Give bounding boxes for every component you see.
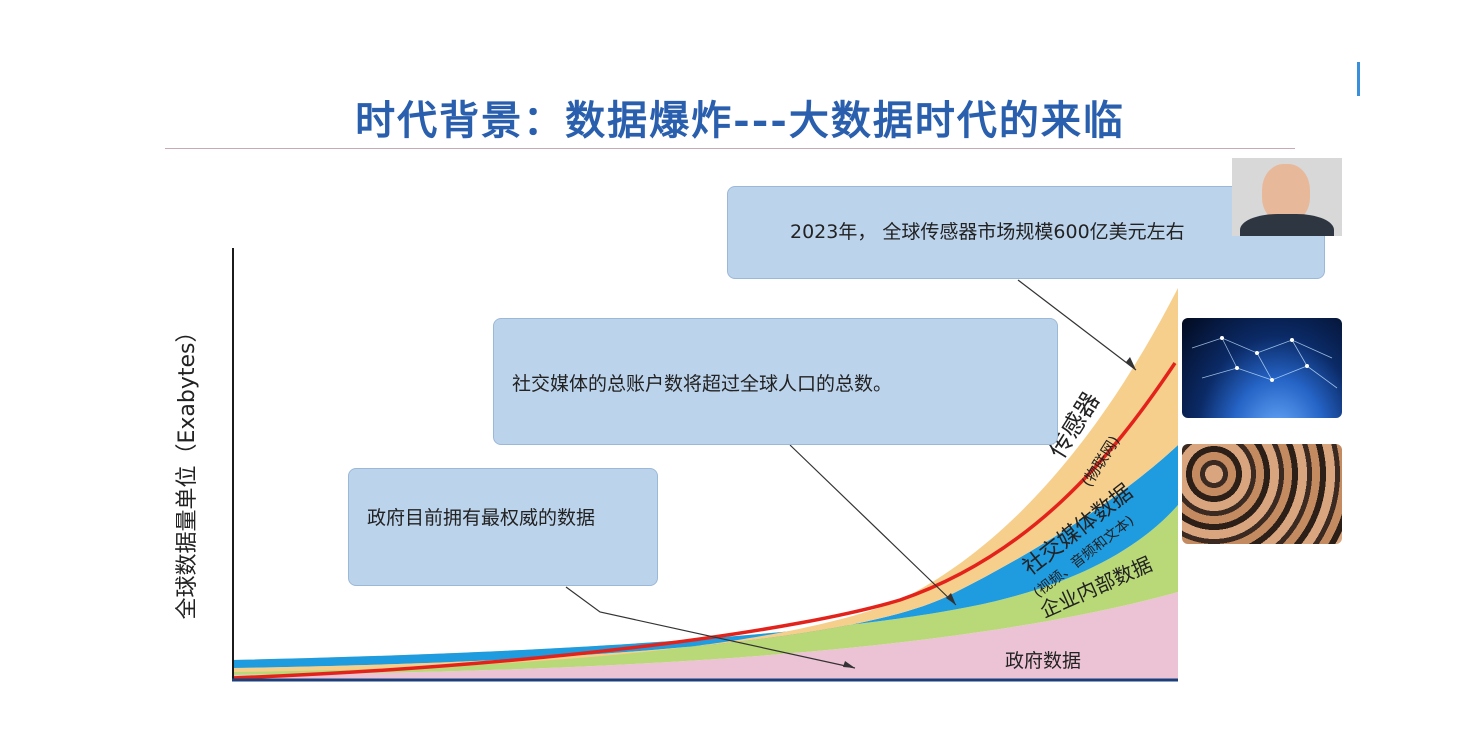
total-data-trend-line <box>231 362 1177 680</box>
presenter-webcam-avatar <box>1232 158 1342 236</box>
enterprise-data-layer <box>232 505 1178 675</box>
presenter-head <box>1262 164 1310 222</box>
crowd-photo-image <box>1182 444 1342 544</box>
sensor-callout-text: 2023年， 全球传感器市场规模600亿美元左右 <box>790 221 1185 243</box>
slide-title: 时代背景：数据爆炸---大数据时代的来临 <box>355 97 1125 144</box>
social-arrowhead <box>946 593 956 605</box>
network-globe-image <box>1182 318 1342 418</box>
social-callout: 社交媒体的总账户数将超过全球人口的总数。 <box>493 318 1058 445</box>
gov-arrowhead <box>843 661 855 668</box>
gov-callout-text: 政府目前拥有最权威的数据 <box>367 507 596 529</box>
gov-data-layer <box>232 592 1178 680</box>
gov-layer-label: 政府数据 <box>1005 650 1081 672</box>
gov-callout: 政府目前拥有最权威的数据 <box>348 468 658 586</box>
globe-network-icon <box>1191 336 1338 389</box>
sensor-arrowhead <box>1126 357 1136 370</box>
gov-callout-pointer <box>565 586 856 669</box>
social-callout-pointer <box>789 444 957 606</box>
sensor-callout: 2023年， 全球传感器市场规模600亿美元左右 <box>727 186 1325 279</box>
presenter-body <box>1240 214 1334 236</box>
slide-edge-marker <box>1357 62 1360 96</box>
title-divider <box>165 148 1295 149</box>
social-callout-text: 社交媒体的总账户数将超过全球人口的总数。 <box>512 373 893 395</box>
sensor-callout-pointer <box>1017 279 1137 371</box>
